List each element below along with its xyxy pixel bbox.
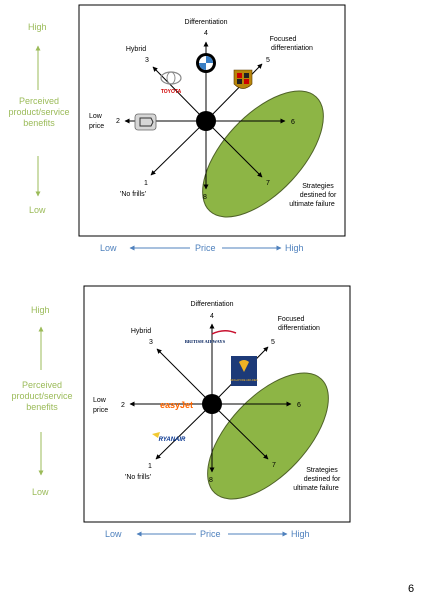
- y-axis-title-line1: Perceived: [21, 380, 63, 390]
- route-6-number: 6: [291, 119, 295, 126]
- route-8-number: 8: [209, 477, 213, 484]
- route-5-label-line2: differentiation: [278, 325, 320, 332]
- y-axis-low-label: Low: [29, 205, 46, 215]
- route-7-number: 7: [272, 462, 276, 469]
- x-axis-high-label: High: [291, 529, 310, 539]
- toyota-wordmark: TOYOTA: [161, 89, 182, 95]
- porsche-logo: [233, 69, 253, 89]
- y-axis-title-line2: product/service: [8, 107, 70, 117]
- singapore-airlines-logo: SINGAPORE AIRLINES: [230, 356, 258, 386]
- x-axis-title: Price: [195, 243, 216, 253]
- dacia-logo: [134, 113, 157, 131]
- y-axis-high-label: High: [28, 22, 47, 32]
- ryanair-logo: RYANAIR: [152, 432, 186, 443]
- route-4-number: 4: [204, 30, 208, 37]
- route-4-label: Differentiation: [184, 19, 227, 26]
- strategy-clock-1: Differentiation 4 Hybrid 3 Focused diffe…: [78, 4, 346, 237]
- route-5-label-line2: differentiation: [271, 45, 313, 52]
- route-5-arrow: [205, 63, 263, 122]
- failure-label-line1: Strategies: [302, 183, 334, 190]
- strategy-clock-2: Differentiation 4 Hybrid 3 Focused diffe…: [83, 285, 351, 523]
- failure-zone-ellipse: [202, 90, 324, 218]
- y-axis-low-label: Low: [32, 487, 49, 497]
- page-number: 6: [408, 583, 415, 595]
- failure-label-line3: ultimate failure: [293, 485, 339, 492]
- route-2-label-line2: price: [93, 407, 108, 414]
- route-3-number: 3: [149, 339, 153, 346]
- route-3-label: Hybrid: [126, 46, 146, 53]
- british-airways-logo: BRITISH AIRWAYS: [185, 330, 237, 344]
- toyota-logo: TOYOTA: [160, 71, 182, 95]
- failure-zone-ellipse: [207, 372, 329, 500]
- x-axis-low-label: Low: [100, 243, 117, 253]
- route-2-number: 2: [116, 118, 120, 125]
- route-5-label-line1: Focused: [270, 36, 297, 43]
- route-1-label: 'No frills': [125, 474, 151, 481]
- x-axis-high-label: High: [285, 243, 304, 253]
- route-7-arrow: [211, 403, 269, 460]
- route-7-arrow: [205, 120, 263, 178]
- failure-label-line3: ultimate failure: [289, 201, 335, 208]
- route-3-label: Hybrid: [131, 328, 151, 335]
- route-1-number: 1: [144, 180, 148, 187]
- y-axis-title-line1: Perceived: [18, 96, 60, 106]
- route-3-arrow: [156, 348, 213, 405]
- clock-center: [196, 111, 216, 131]
- y-axis-title: Perceived product/service benefits: [2, 380, 82, 413]
- singapore-airlines-wordmark: SINGAPORE AIRLINES: [230, 378, 258, 382]
- route-5-number: 5: [266, 57, 270, 64]
- route-5-label-line1: Focused: [278, 316, 305, 323]
- y-axis-title-line3: benefits: [26, 402, 58, 412]
- british-airways-wordmark: BRITISH AIRWAYS: [185, 339, 226, 344]
- route-3-number: 3: [145, 57, 149, 64]
- route-2-label-line1: Low: [93, 397, 107, 404]
- route-8-number: 8: [203, 194, 207, 201]
- y-axis-high-label: High: [31, 305, 50, 315]
- failure-label-line2: destined for: [304, 476, 341, 483]
- bmw-logo: [196, 53, 216, 73]
- easyjet-logo: easyJet: [160, 400, 193, 410]
- route-1-arrow: [155, 403, 213, 460]
- route-2-number: 2: [121, 402, 125, 409]
- route-1-label: 'No frills': [120, 191, 146, 198]
- clock-center: [202, 394, 222, 414]
- route-2-label-line2: price: [89, 123, 104, 130]
- y-axis-title-line2: product/service: [11, 391, 73, 401]
- y-axis-title: Perceived product/service benefits: [0, 96, 78, 129]
- ryanair-wordmark: RYANAIR: [159, 437, 186, 443]
- x-axis-low-label: Low: [105, 529, 122, 539]
- route-2-label-line1: Low: [89, 113, 103, 120]
- x-axis-title: Price: [200, 529, 221, 539]
- y-axis-title-line3: benefits: [23, 118, 55, 128]
- route-1-arrow: [150, 120, 207, 176]
- route-7-number: 7: [266, 180, 270, 187]
- failure-label-line1: Strategies: [306, 467, 338, 474]
- route-1-number: 1: [148, 463, 152, 470]
- route-6-number: 6: [297, 402, 301, 409]
- route-4-label: Differentiation: [190, 301, 233, 308]
- failure-label-line2: destined for: [300, 192, 337, 199]
- route-5-number: 5: [271, 339, 275, 346]
- route-4-number: 4: [210, 313, 214, 320]
